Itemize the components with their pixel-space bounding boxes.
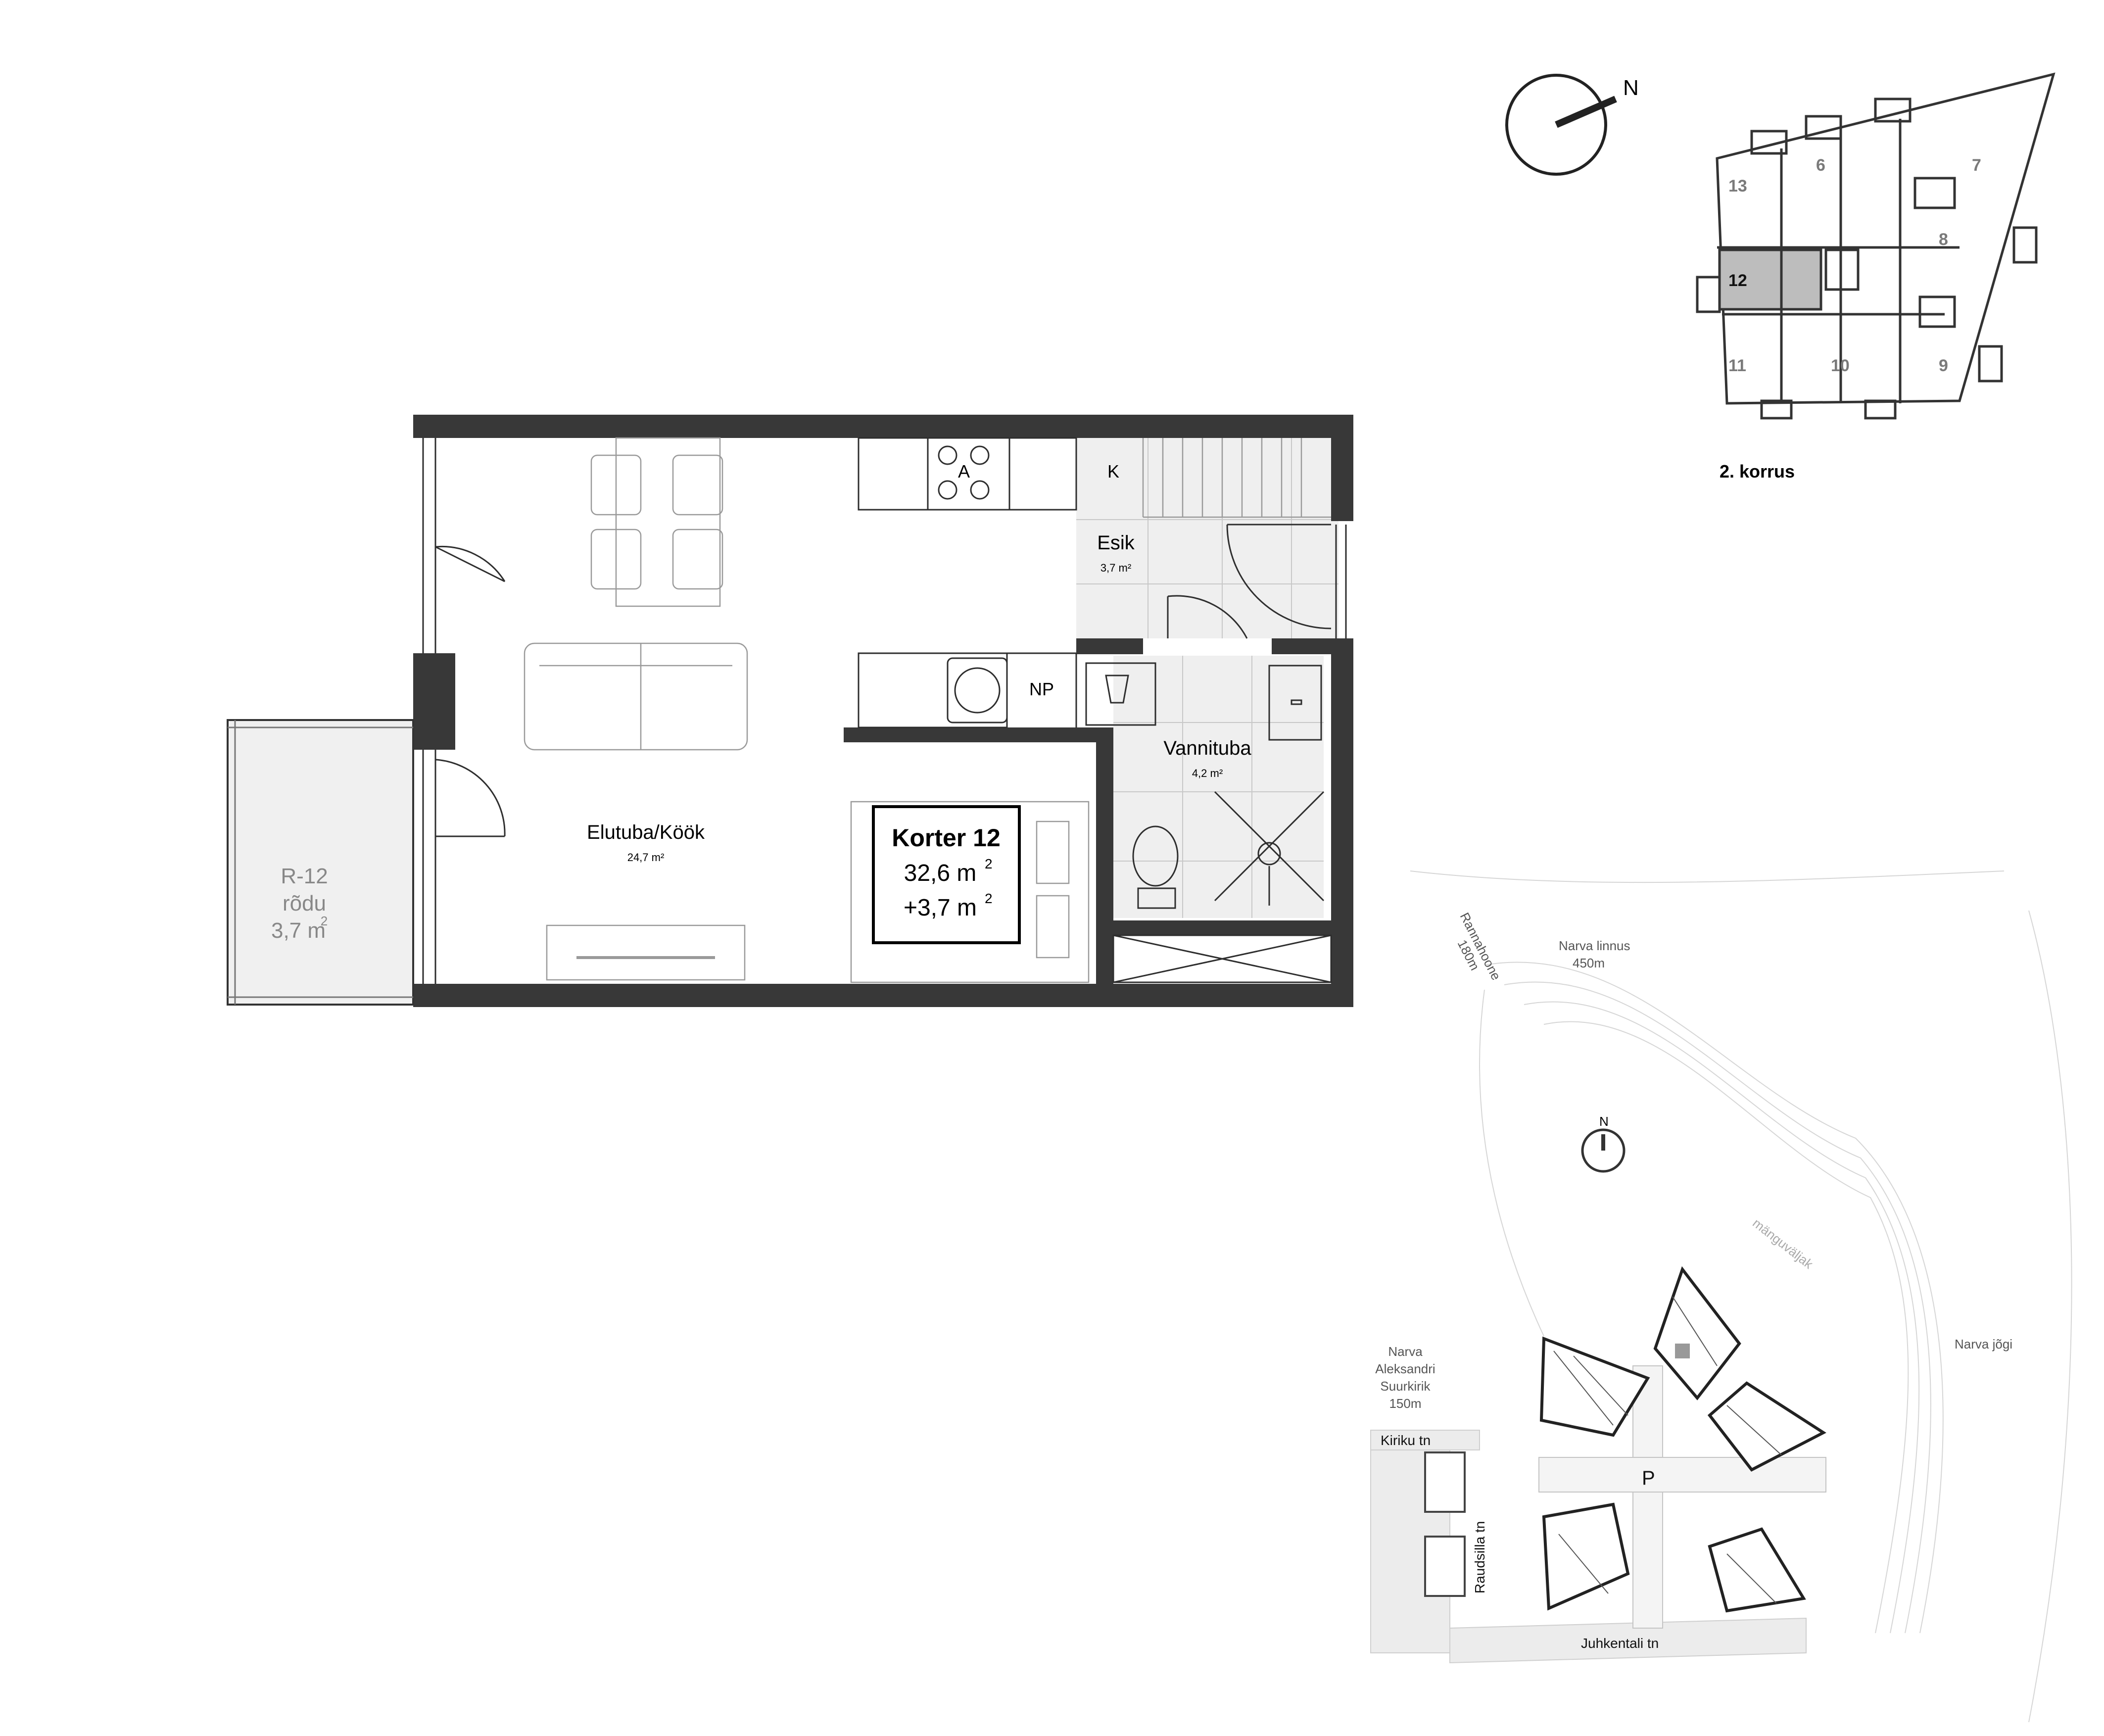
exterior-walls [413, 415, 1353, 1007]
key-unit-7: 7 [1972, 156, 1981, 175]
apartment-area-main-sup: 2 [985, 856, 993, 871]
parking-row [1538, 1457, 1826, 1493]
river-label: Narva jõgi [1955, 1337, 2012, 1351]
street-juhkentali: Juhkentali tn [1581, 1636, 1659, 1651]
west-windows [422, 438, 506, 984]
road-juhkentali [1449, 1617, 1807, 1664]
balcony-area: 3,7 m [271, 918, 326, 943]
apartment-area-extra: +3,7 m [904, 895, 977, 921]
key-unit-8: 8 [1939, 230, 1948, 249]
kitchen-sink-counter [858, 652, 1077, 728]
living-area: 24,7 m² [627, 851, 665, 864]
key-unit-11: 11 [1728, 356, 1746, 375]
hall-floor [1076, 438, 1339, 638]
balcony-text: R-12 rõdu 3,7 m 2 [271, 864, 328, 943]
entry-door [1226, 524, 1347, 638]
key-unit-9: 9 [1939, 356, 1948, 375]
sofa [524, 642, 748, 751]
key-plan: 6 7 8 9 10 11 13 12 2. korrus [1696, 72, 2056, 482]
castle-label: Narva linnus [1559, 938, 1630, 953]
parking-lane [1632, 1365, 1663, 1629]
neighbour-building-2 [1424, 1536, 1466, 1597]
apartment-title: Korter 12 [892, 824, 1001, 852]
compass-ring [1505, 74, 1607, 176]
kitchen-counter [858, 437, 1077, 511]
key-unit-12: 12 [1728, 271, 1747, 290]
bathroom-fixtures [1085, 662, 1325, 909]
balcony-area-sup: 2 [321, 914, 328, 928]
hall-area: 3,7 m² [1100, 562, 1131, 574]
street-labels: Kiriku tn Raudsilla tn Juhkentali tn [1381, 1433, 1659, 1651]
street-raudsilla: Raudsilla tn [1472, 1521, 1487, 1593]
bathroom-name: Vannituba [1163, 737, 1251, 759]
neighbour-building-1 [1424, 1451, 1466, 1513]
floor-plan: A K NP Esik 3,7 m² Vannituba 4,2 m² Elut… [227, 415, 1353, 1007]
key-unit-numbers: 6 7 8 9 10 11 13 [1728, 156, 1981, 375]
bed [850, 801, 1090, 983]
site-plan: N Rannahoone 180m Narva linnus 450m mäng… [1370, 870, 2072, 1723]
castle-distance: 450m [1573, 956, 1605, 970]
bathroom-floor [1113, 656, 1324, 918]
church-label-2: Aleksandri [1375, 1361, 1435, 1376]
street-kiriku: Kiriku tn [1381, 1433, 1431, 1448]
key-unit-13: 13 [1728, 177, 1747, 195]
compass-needle-icon [1555, 96, 1617, 128]
closet-label: K [1107, 461, 1119, 482]
key-unit-6: 6 [1816, 156, 1825, 175]
apartment-info-box [872, 805, 1021, 944]
site-building-3 [1707, 1381, 1826, 1472]
bathroom-area: 4,2 m² [1192, 767, 1223, 779]
balcony [227, 719, 414, 1006]
site-compass-ring [1581, 1128, 1626, 1173]
site-building-4 [1542, 1502, 1630, 1611]
road-kiriku [1370, 1430, 1480, 1450]
site-building-5 [1708, 1527, 1806, 1613]
site-building-highlight [1675, 1344, 1690, 1358]
apartment-area-main: 32,6 m [904, 860, 977, 886]
church-label-3: Suurkirik [1380, 1379, 1431, 1394]
np-label: NP [1029, 679, 1054, 699]
stove-label: A [958, 461, 970, 482]
church-label-1: Narva [1388, 1344, 1423, 1359]
hall-name: Esik [1097, 532, 1135, 554]
balcony-code: R-12 [281, 864, 328, 888]
storage-box [1112, 934, 1332, 983]
hall-closet [1142, 438, 1331, 518]
playground-label: mänguväljak [1750, 1215, 1816, 1272]
dining-table [590, 437, 723, 607]
building-hatching [1553, 1296, 1782, 1604]
compass-north-label: N [1623, 76, 1639, 100]
parking-label: P [1642, 1467, 1655, 1489]
balcony-name: rõdu [283, 891, 326, 916]
living-name: Elutuba/Köök [587, 821, 705, 843]
site-building-2 [1653, 1266, 1741, 1400]
apartment-area-extra-sup: 2 [985, 891, 993, 906]
tv-bench [546, 924, 746, 981]
site-compass-label: N [1599, 1114, 1609, 1129]
tile-grid [1076, 438, 1339, 918]
floor-label: 2. korrus [1720, 461, 1795, 482]
church-label-4: 150m [1389, 1396, 1421, 1411]
compass: N [1505, 74, 1639, 176]
site-building-1 [1539, 1336, 1650, 1437]
key-unit-10: 10 [1831, 356, 1850, 375]
key-unit-highlight [1718, 248, 1822, 311]
bathroom-door [1167, 595, 1248, 639]
key-plan-walls [1696, 97, 2038, 420]
